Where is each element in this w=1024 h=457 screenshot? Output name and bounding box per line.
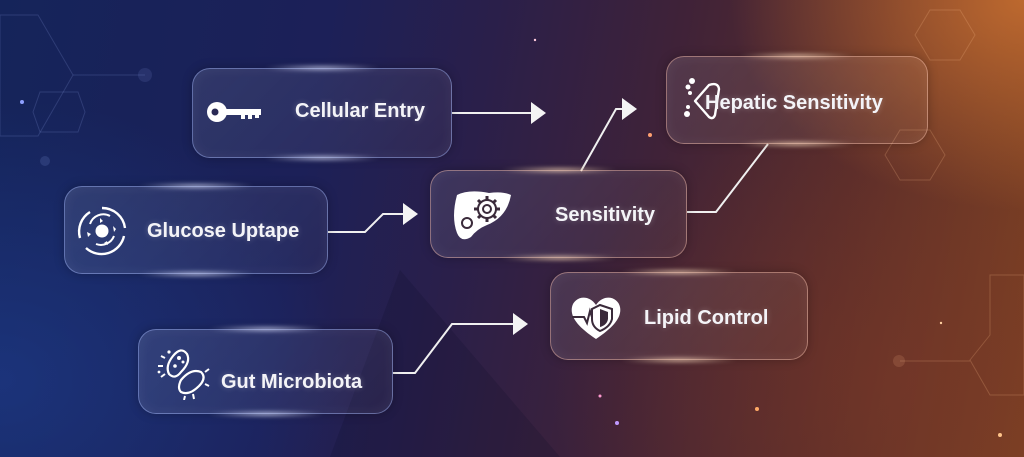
cell-cycle-icon <box>74 204 130 258</box>
arrowhead-icon <box>531 102 546 124</box>
node-label: Glucose Uptape <box>147 220 300 242</box>
node-glucose-uptake[interactable]: Glucose Uptape <box>64 183 328 277</box>
arrowhead-icon <box>513 313 528 335</box>
arrowhead-icon <box>403 203 418 225</box>
node-label: Lipid Control <box>644 307 769 329</box>
key-icon <box>205 99 265 125</box>
triangle-dots-icon <box>683 77 723 123</box>
node-cellular-entry[interactable]: Cellular Entry <box>192 65 452 161</box>
node-hepatic-sensitivity[interactable]: Hepatic Sensitivity <box>666 53 928 147</box>
connector-glucose-to-sensitivity <box>328 213 405 233</box>
bacteria-icon <box>157 348 211 400</box>
connector-hepatic-to-sensitivity <box>687 143 769 213</box>
arrowhead-icon <box>622 98 637 120</box>
liver-gear-icon <box>451 187 513 243</box>
node-gut-microbiota[interactable]: Gut Microbiota <box>138 326 393 417</box>
node-label: Gut Microbiota <box>221 371 363 393</box>
connector-gut-to-lipid <box>393 323 515 374</box>
node-sensitivity[interactable]: Sensitivity <box>430 167 687 261</box>
node-label: Cellular Entry <box>295 100 426 122</box>
node-lipid-control[interactable]: Lipid Control <box>550 269 808 363</box>
node-label: Sensitivity <box>555 204 656 226</box>
heart-shield-icon <box>570 295 622 341</box>
node-label: Hepatic Sensitivity <box>705 92 883 114</box>
connector-sensitivity-to-hepatic <box>580 108 622 172</box>
